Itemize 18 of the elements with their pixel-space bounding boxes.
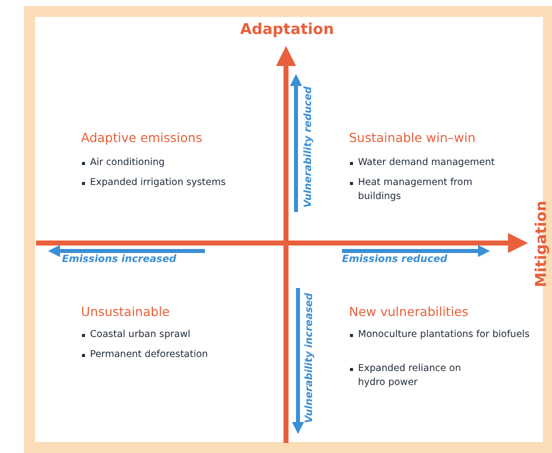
bullet-item: Monoculture plantations for biofuels: [349, 328, 533, 342]
quadrant-heading: New vulnerabilities: [349, 304, 468, 319]
direction-label: Vulnerability reduced: [302, 85, 315, 210]
quadrant-heading: Unsustainable: [81, 304, 170, 319]
direction-label: Emissions increased: [62, 254, 176, 265]
direction-label: Emissions reduced: [342, 254, 448, 265]
bullet-item: Heat management from buildings: [349, 176, 498, 204]
axis-title: Mitigation: [532, 200, 550, 290]
bullet-item: Air conditioning: [81, 156, 270, 170]
quadrant-heading: Sustainable win–win: [349, 130, 476, 145]
bullet-item: Permanent deforestation: [81, 348, 270, 362]
bullet-item: Water demand management: [349, 156, 533, 170]
bullet-item: Coastal urban sprawl: [81, 328, 270, 342]
axis-title: Adaptation: [239, 20, 335, 38]
quadrant-heading: Adaptive emissions: [81, 130, 202, 145]
bullet-item: Expanded irrigation systems: [81, 176, 270, 190]
direction-label: Vulnerability increased: [303, 292, 316, 426]
bullet-item: Expanded reliance on hydro power: [349, 362, 488, 390]
